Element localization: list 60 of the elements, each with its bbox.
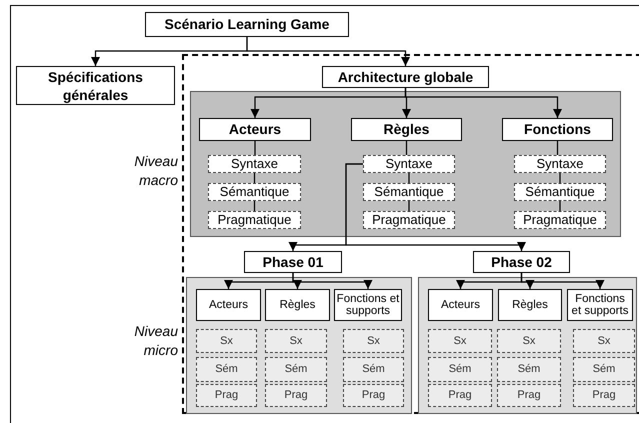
dashed-box: Prag xyxy=(265,384,327,407)
group-panel xyxy=(418,277,637,414)
dashed-box: Sémantique xyxy=(363,183,455,201)
dashed-box: Syntaxe xyxy=(363,155,455,173)
process-box: Acteurs xyxy=(199,118,311,141)
dashed-box: Sx xyxy=(428,329,492,353)
dashed-box: Prag xyxy=(428,384,492,407)
dashed-box: Sém xyxy=(573,357,635,382)
group-panel xyxy=(190,91,621,237)
dashed-box: Prag xyxy=(343,384,404,407)
process-box: Scénario Learning Game xyxy=(145,12,349,37)
arrow xyxy=(404,88,562,118)
dashed-box: Sx xyxy=(196,329,257,353)
dashed-box: Prag xyxy=(573,384,635,407)
connector-line xyxy=(408,201,410,211)
connector-line xyxy=(254,141,256,155)
connector-line xyxy=(254,173,256,183)
process-box: Fonctions et supports xyxy=(567,289,633,321)
dashed-box: Syntaxe xyxy=(208,155,301,173)
process-box: Fonctions et supports xyxy=(334,289,402,321)
dashed-box: Sémantique xyxy=(208,183,301,201)
dashed-box: Sém xyxy=(343,357,404,382)
connector-line xyxy=(556,141,558,155)
dashed-box: Prag xyxy=(497,384,561,407)
level-label: Niveau micro xyxy=(133,322,178,360)
dashed-box: Sx xyxy=(265,329,327,353)
dashed-box: Pragmatique xyxy=(514,211,606,229)
process-box: Règles xyxy=(498,289,562,321)
dashed-box: Pragmatique xyxy=(208,211,301,229)
process-box: Acteurs xyxy=(196,289,261,321)
process-box: Phase 02 xyxy=(473,251,570,273)
dashed-box: Prag xyxy=(196,384,257,407)
dashed-box: Pragmatique xyxy=(363,211,455,229)
arrow xyxy=(345,163,526,251)
connector-line xyxy=(559,173,561,183)
process-box: Architecture globale xyxy=(322,66,489,88)
dashed-box: Sémantique xyxy=(514,183,606,201)
process-box: Règles xyxy=(265,289,330,321)
connector-line xyxy=(406,141,408,155)
process-box: Phase 01 xyxy=(244,251,342,273)
dashed-box: Sx xyxy=(343,329,404,353)
dashed-box: Sx xyxy=(497,329,561,353)
process-box: Spécifications générales xyxy=(16,66,175,105)
process-box: Règles xyxy=(351,118,462,141)
arrow xyxy=(520,273,604,289)
group-panel xyxy=(186,277,412,414)
dashed-box: Sx xyxy=(573,329,635,353)
dashed-box: Syntaxe xyxy=(514,155,606,173)
process-box: Fonctions xyxy=(502,118,613,141)
connector-line xyxy=(408,173,410,183)
arrow xyxy=(292,273,372,289)
connector-line xyxy=(559,201,561,211)
dashed-box: Sém xyxy=(428,357,492,382)
process-box: Acteurs xyxy=(428,289,493,321)
level-label: Niveau macro xyxy=(133,152,178,190)
dashed-box: Sém xyxy=(265,357,327,382)
connector-line xyxy=(254,201,256,211)
dashed-box: Sém xyxy=(497,357,561,382)
dashed-box: Sém xyxy=(196,357,257,382)
arrow xyxy=(246,37,410,66)
